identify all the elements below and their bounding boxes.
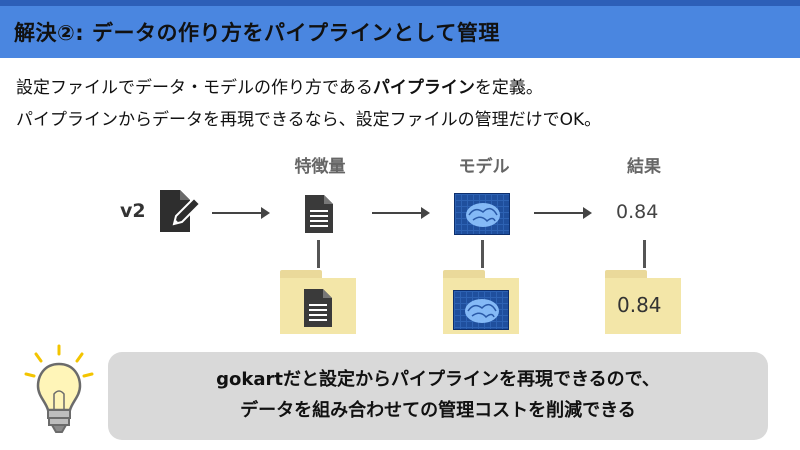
description-line-1-post: を定義。 <box>474 78 543 98</box>
label-features: 特徴量 <box>294 157 346 177</box>
brain-icon <box>454 193 510 235</box>
description-line-1: 設定ファイルでデータ・モデルの作り方であるパイプラインを定義。 <box>16 72 786 104</box>
version-label: v2 <box>120 200 146 222</box>
callout-line-1: gokartだと設定からパイプラインを再現できるので、 <box>216 369 660 390</box>
description-line-1-bold: パイプライン <box>372 78 475 98</box>
header-bar: 解決②: データの作り方をパイプラインとして管理 <box>0 0 800 58</box>
folder-tab <box>443 270 485 280</box>
folder-icon <box>280 270 356 334</box>
result-value: 0.84 <box>616 201 659 223</box>
connector-model <box>481 240 484 268</box>
light-bulb-icon <box>24 344 94 433</box>
label-result: 結果 <box>627 157 661 177</box>
arrow-to-result <box>534 207 592 219</box>
page-title: 解決②: データの作り方をパイプラインとして管理 <box>14 21 500 45</box>
edit-document-icon <box>160 190 202 232</box>
folder-icon <box>443 270 519 334</box>
description: 設定ファイルでデータ・モデルの作り方であるパイプラインを定義。 パイプラインから… <box>16 72 786 136</box>
callout-box: gokartだと設定からパイプラインを再現できるので、 データを組み合わせての管… <box>108 352 768 440</box>
document-icon <box>304 289 332 327</box>
description-line-2: パイプラインからデータを再現できるなら、設定ファイルの管理だけでOK。 <box>16 110 602 130</box>
folder-icon: 0.84 <box>605 270 681 334</box>
document-icon <box>305 195 333 233</box>
connector-features <box>317 240 320 268</box>
folder-tab <box>605 270 647 280</box>
arrow-to-model <box>372 207 430 219</box>
label-model: モデル <box>458 157 510 177</box>
folder-tab <box>280 270 322 280</box>
connector-result <box>643 240 646 268</box>
arrow-to-features <box>212 207 270 219</box>
folder-body <box>605 278 681 334</box>
callout-line-2: データを組み合わせての管理コストを削減できる <box>240 400 636 421</box>
brain-icon <box>453 290 509 330</box>
folder-result-value: 0.84 <box>617 293 662 317</box>
description-line-1-pre: 設定ファイルでデータ・モデルの作り方である <box>16 78 373 98</box>
